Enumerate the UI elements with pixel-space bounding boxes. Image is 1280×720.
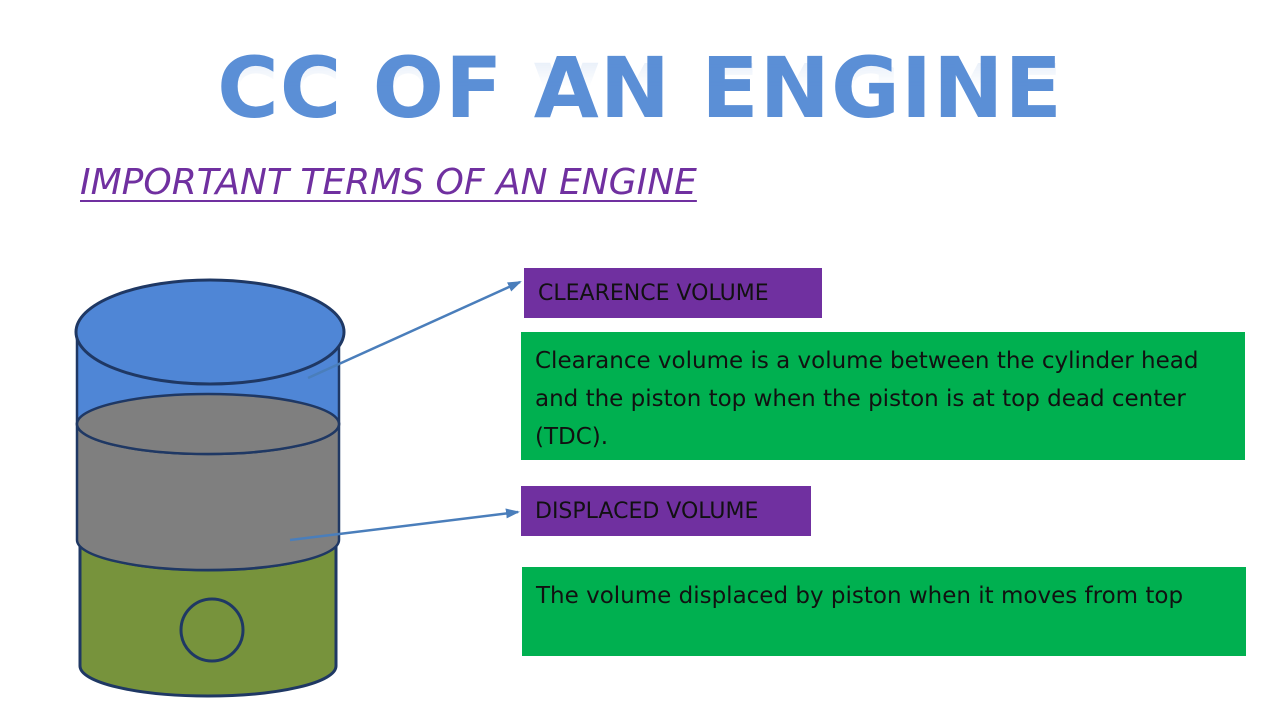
displaced-volume-arrow (289, 508, 520, 542)
clearance-volume-description: Clearance volume is a volume between the… (521, 332, 1245, 460)
section-subtitle: IMPORTANT TERMS OF AN ENGINE (80, 162, 697, 203)
displaced-volume-label: DISPLACED VOLUME (521, 486, 811, 536)
cylinder-middle-section (75, 422, 341, 572)
title-area: CC OF AN ENGINE CC OF AN ENGINE (0, 40, 1280, 170)
displaced-volume-description: The volume displaced by piston when it m… (522, 567, 1246, 656)
clearance-volume-arrow (307, 280, 522, 380)
cylinder-boundary-ellipse (75, 392, 341, 456)
piston-pin-circle (179, 597, 245, 663)
cylinder-top-ellipse (74, 278, 346, 386)
clearance-volume-label: CLEARENCE VOLUME (524, 268, 822, 318)
page-title: CC OF AN ENGINE (217, 39, 1063, 137)
